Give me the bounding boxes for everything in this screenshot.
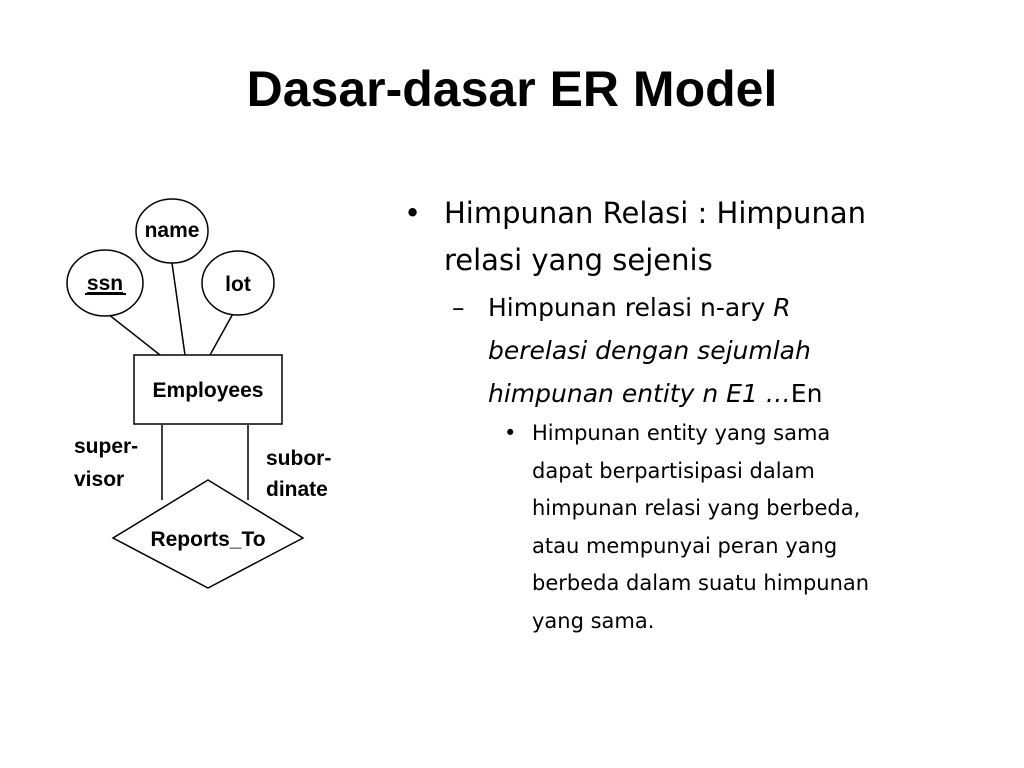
level1-line1: Himpunan Relasi : Himpunan <box>444 196 866 230</box>
level3-line: dapat berpartisipasi dalam <box>532 458 815 483</box>
supervisor-role-line1: super- <box>74 435 138 458</box>
level3-line: atau mempunyai peran yang <box>532 533 838 558</box>
dash-icon: – <box>452 293 465 322</box>
supervisor-role-line2: visor <box>74 468 124 491</box>
lot-connector <box>209 309 236 356</box>
level3-line: Himpunan entity yang sama <box>532 421 831 445</box>
employees-entity <box>133 354 283 425</box>
level3-line: himpunan relasi yang berbeda, <box>532 496 861 520</box>
level2-line3-italic: himpunan entity n E1 … <box>488 379 791 408</box>
level2-line2: berelasi dengan sejumlah <box>488 336 811 365</box>
level2-line1-text: Himpunan relasi n-ary <box>488 293 774 322</box>
level3-line: yang sama. <box>532 608 655 633</box>
bullet-icon: • <box>504 421 517 445</box>
bullet-icon: • <box>404 196 422 230</box>
lot-attribute <box>201 250 275 316</box>
level1-bullet: • Himpunan Relasi : Himpunan relasi yang… <box>400 190 1000 284</box>
lot-attribute-label: lot <box>225 273 251 296</box>
level3-bullet: • Himpunan entity yang sama dapat berpar… <box>400 415 1000 640</box>
level2-line3-text: En <box>790 379 823 408</box>
level2-line1-italic: R <box>773 293 791 322</box>
name-attribute-label: name <box>145 219 200 242</box>
er-diagram-svg: name ssn lot Employees Reports_To super-… <box>66 198 331 589</box>
subordinate-role-line1: subor- <box>266 447 331 470</box>
level2-bullet: – Himpunan relasi n-ary R berelasi denga… <box>400 286 1000 415</box>
bullet-list: • Himpunan Relasi : Himpunan relasi yang… <box>400 190 1000 640</box>
level1-line2: relasi yang sejenis <box>444 243 713 277</box>
ssn-attribute-label: ssn <box>87 272 123 295</box>
reports-to-label: Reports_To <box>150 528 265 551</box>
name-connector <box>171 262 186 356</box>
reports-to-relationship <box>111 479 305 589</box>
name-attribute <box>135 198 209 264</box>
subordinate-role-line2: dinate <box>266 478 328 501</box>
slide-title: Dasar-dasar ER Model <box>246 61 778 117</box>
level3-line: berbeda dalam suatu himpunan <box>532 571 870 595</box>
ssn-connector <box>107 313 161 356</box>
employees-entity-label: Employees <box>153 379 264 402</box>
er-diagram: name ssn lot Employees Reports_To super-… <box>60 195 360 595</box>
ssn-attribute <box>66 249 144 317</box>
